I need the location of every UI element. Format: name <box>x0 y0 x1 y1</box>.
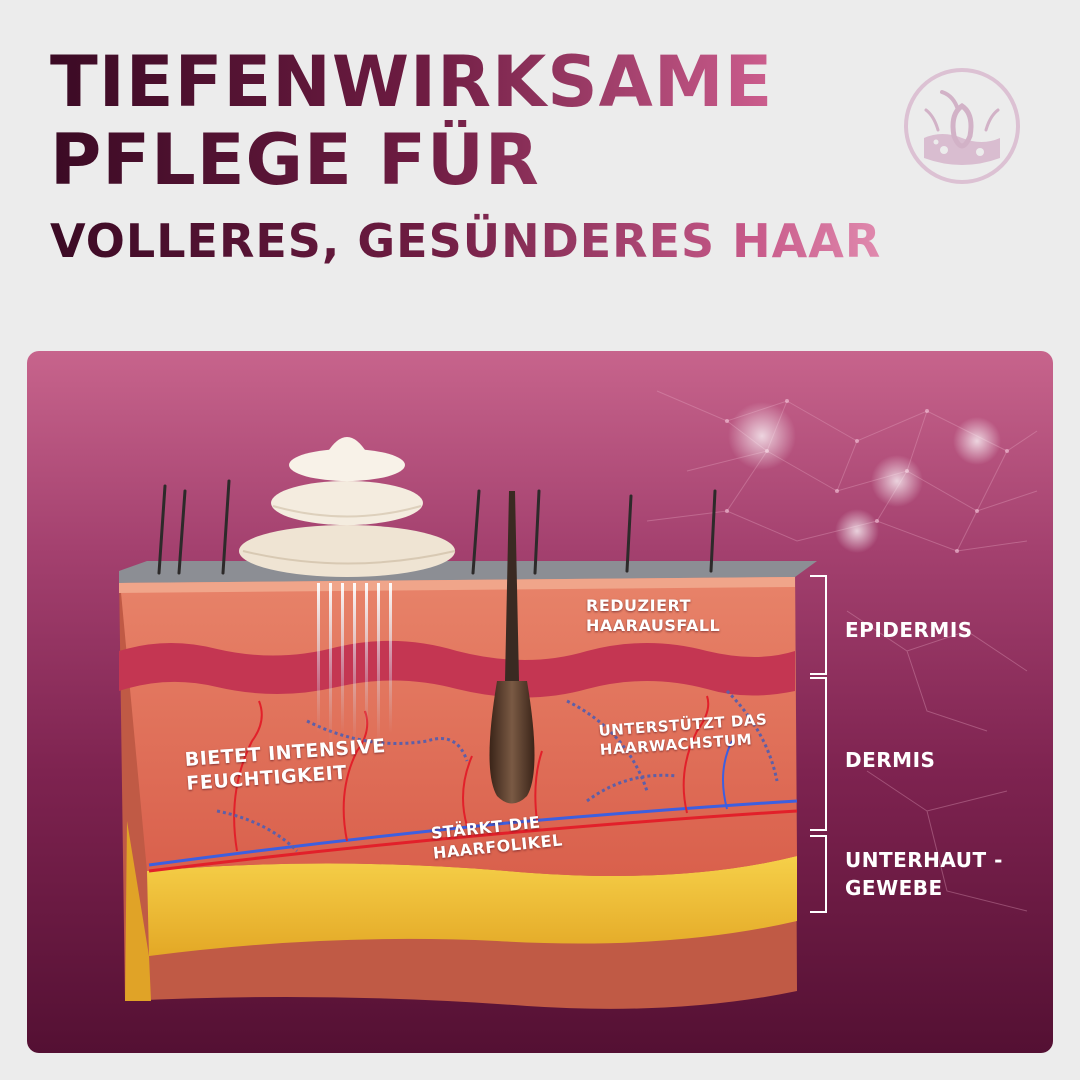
blood-vessels <box>148 695 798 873</box>
headline-line-2: PFLEGE FÜR <box>50 120 881 200</box>
absorption-beams <box>317 583 392 743</box>
skin-cross-section <box>119 390 1038 1009</box>
callout-line: HAARAUSFALL <box>586 616 721 635</box>
layer-label-line: GEWEBE <box>845 876 943 900</box>
callout-reduziert-haarausfall: REDUZIERT HAARAUSFALL <box>586 596 720 636</box>
layer-bracket <box>810 575 827 913</box>
epidermis-band <box>119 640 795 698</box>
layer-label-unterhaut: UNTERHAUT - GEWEBE <box>845 846 1003 902</box>
nerve-fibers <box>216 689 779 853</box>
headline-line-3: VOLLERES, GESÜNDERES HAAR <box>50 204 881 278</box>
surface-hairs <box>157 479 717 575</box>
callout-line: REDUZIERT <box>586 596 692 615</box>
skin-block <box>119 561 817 1009</box>
layer-label-epidermis: EPIDERMIS <box>845 618 973 642</box>
skin-illustration-panel <box>27 351 1053 1053</box>
subcutaneous-layer <box>147 856 797 956</box>
layer-label-line: UNTERHAUT - <box>845 848 1003 872</box>
cream-swirl <box>239 437 456 577</box>
hair-follicle <box>489 491 535 804</box>
headline-line-1: TIEFENWIRKSAME <box>50 44 881 120</box>
hair-follicle-icon <box>902 66 1022 186</box>
headline: TIEFENWIRKSAME PFLEGE FÜR VOLLERES, GESÜ… <box>50 44 881 278</box>
layer-label-dermis: DERMIS <box>845 748 936 772</box>
